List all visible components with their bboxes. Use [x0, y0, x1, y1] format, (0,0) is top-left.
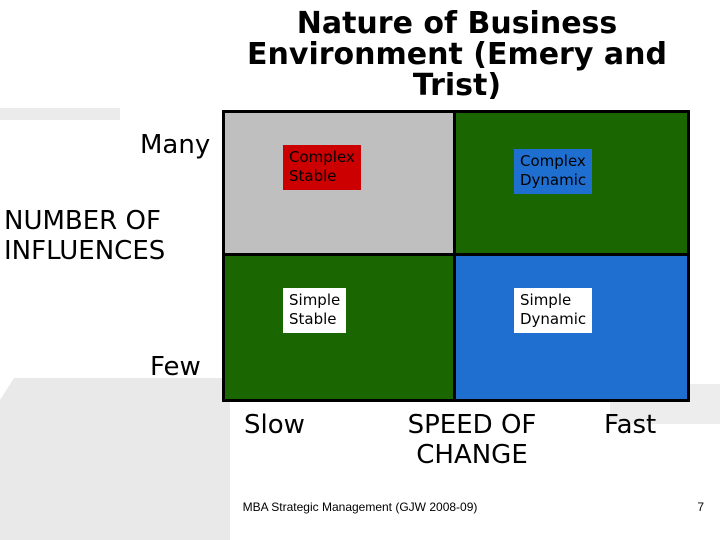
decorative-bottom-shape	[0, 378, 230, 540]
matrix-cell-complex-stable[interactable]: Complex Stable	[225, 113, 456, 256]
matrix-cell-simple-dynamic[interactable]: Simple Dynamic	[456, 256, 687, 399]
y-axis-top-label: Many	[140, 130, 211, 160]
matrix-cell-simple-stable[interactable]: Simple Stable	[225, 256, 456, 399]
matrix-cell-label: Complex Dynamic	[514, 149, 593, 194]
decorative-left-bar	[0, 108, 120, 120]
matrix-cell-label: Complex Stable	[283, 145, 361, 190]
footer-text: MBA Strategic Management (GJW 2008-09)	[242, 500, 478, 514]
y-axis-bottom-label: Few	[150, 352, 201, 382]
x-axis-left-label: Slow	[244, 410, 305, 440]
x-axis-title: SPEED OF CHANGE	[407, 410, 537, 470]
y-axis-title: NUMBER OF INFLUENCES	[4, 206, 166, 266]
x-axis-right-label: Fast	[604, 410, 657, 440]
slide-title: Nature of Business Environment (Emery an…	[247, 6, 667, 103]
environment-matrix: Complex Stable Complex Dynamic Simple St…	[222, 110, 690, 402]
matrix-cell-complex-dynamic[interactable]: Complex Dynamic	[456, 113, 687, 256]
matrix-cell-label: Simple Dynamic	[514, 288, 593, 333]
page-number: 7	[697, 500, 704, 514]
matrix-cell-label: Simple Stable	[283, 288, 347, 333]
